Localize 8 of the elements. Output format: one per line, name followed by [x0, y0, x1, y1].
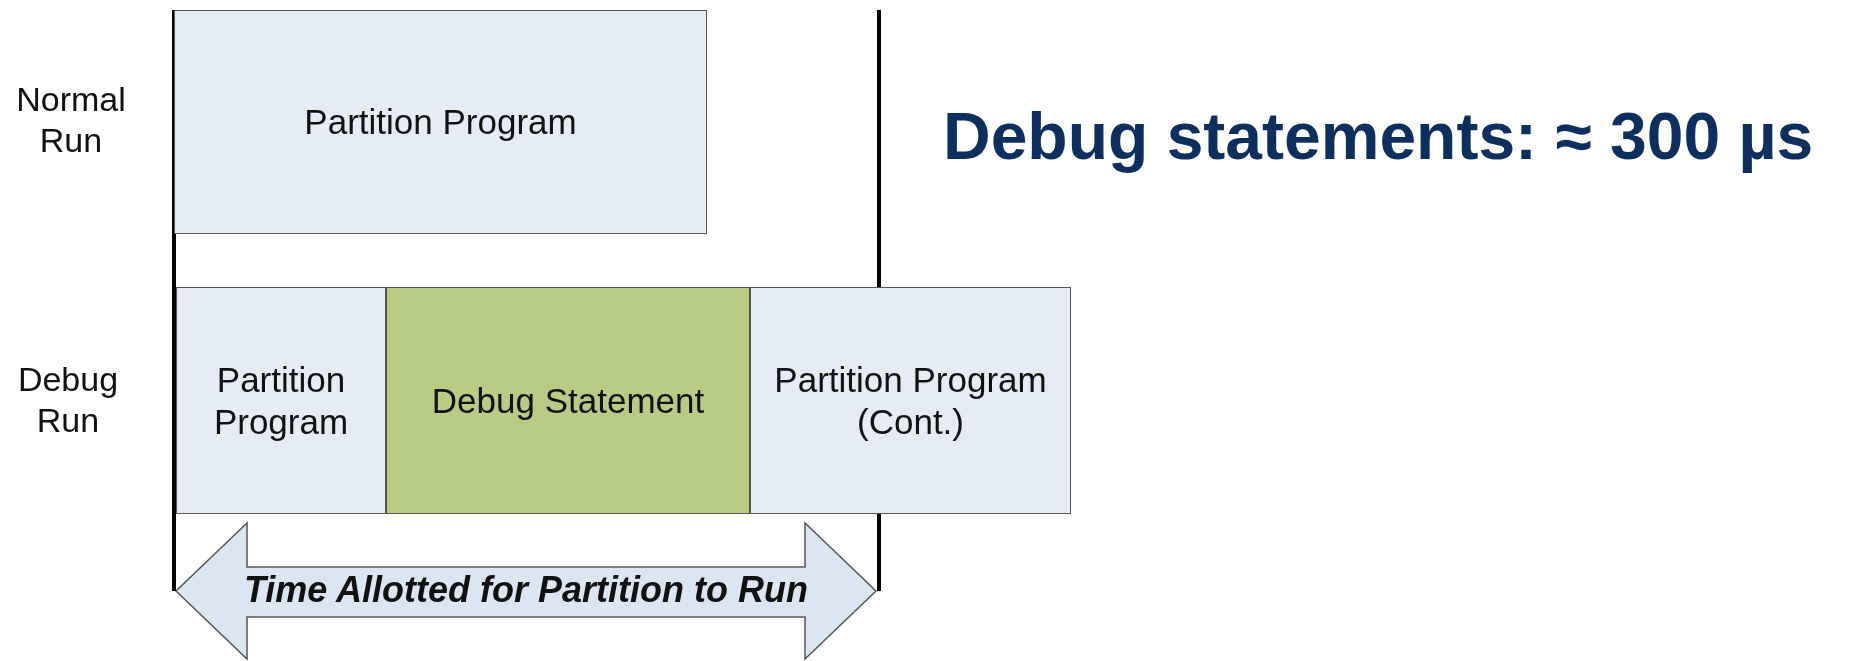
program-block: Partition Program	[176, 287, 386, 514]
span-label: Time Allotted for Partition to Run	[244, 569, 808, 611]
row-label: Normal Run	[15, 79, 127, 161]
program-block: Partition Program (Cont.)	[750, 287, 1071, 514]
title: Debug statements: ≈ 300 µs	[943, 98, 1814, 174]
program-block: Partition Program	[174, 10, 707, 234]
row-label: Debug Run	[16, 359, 120, 441]
debug-block: Debug Statement	[386, 287, 750, 514]
